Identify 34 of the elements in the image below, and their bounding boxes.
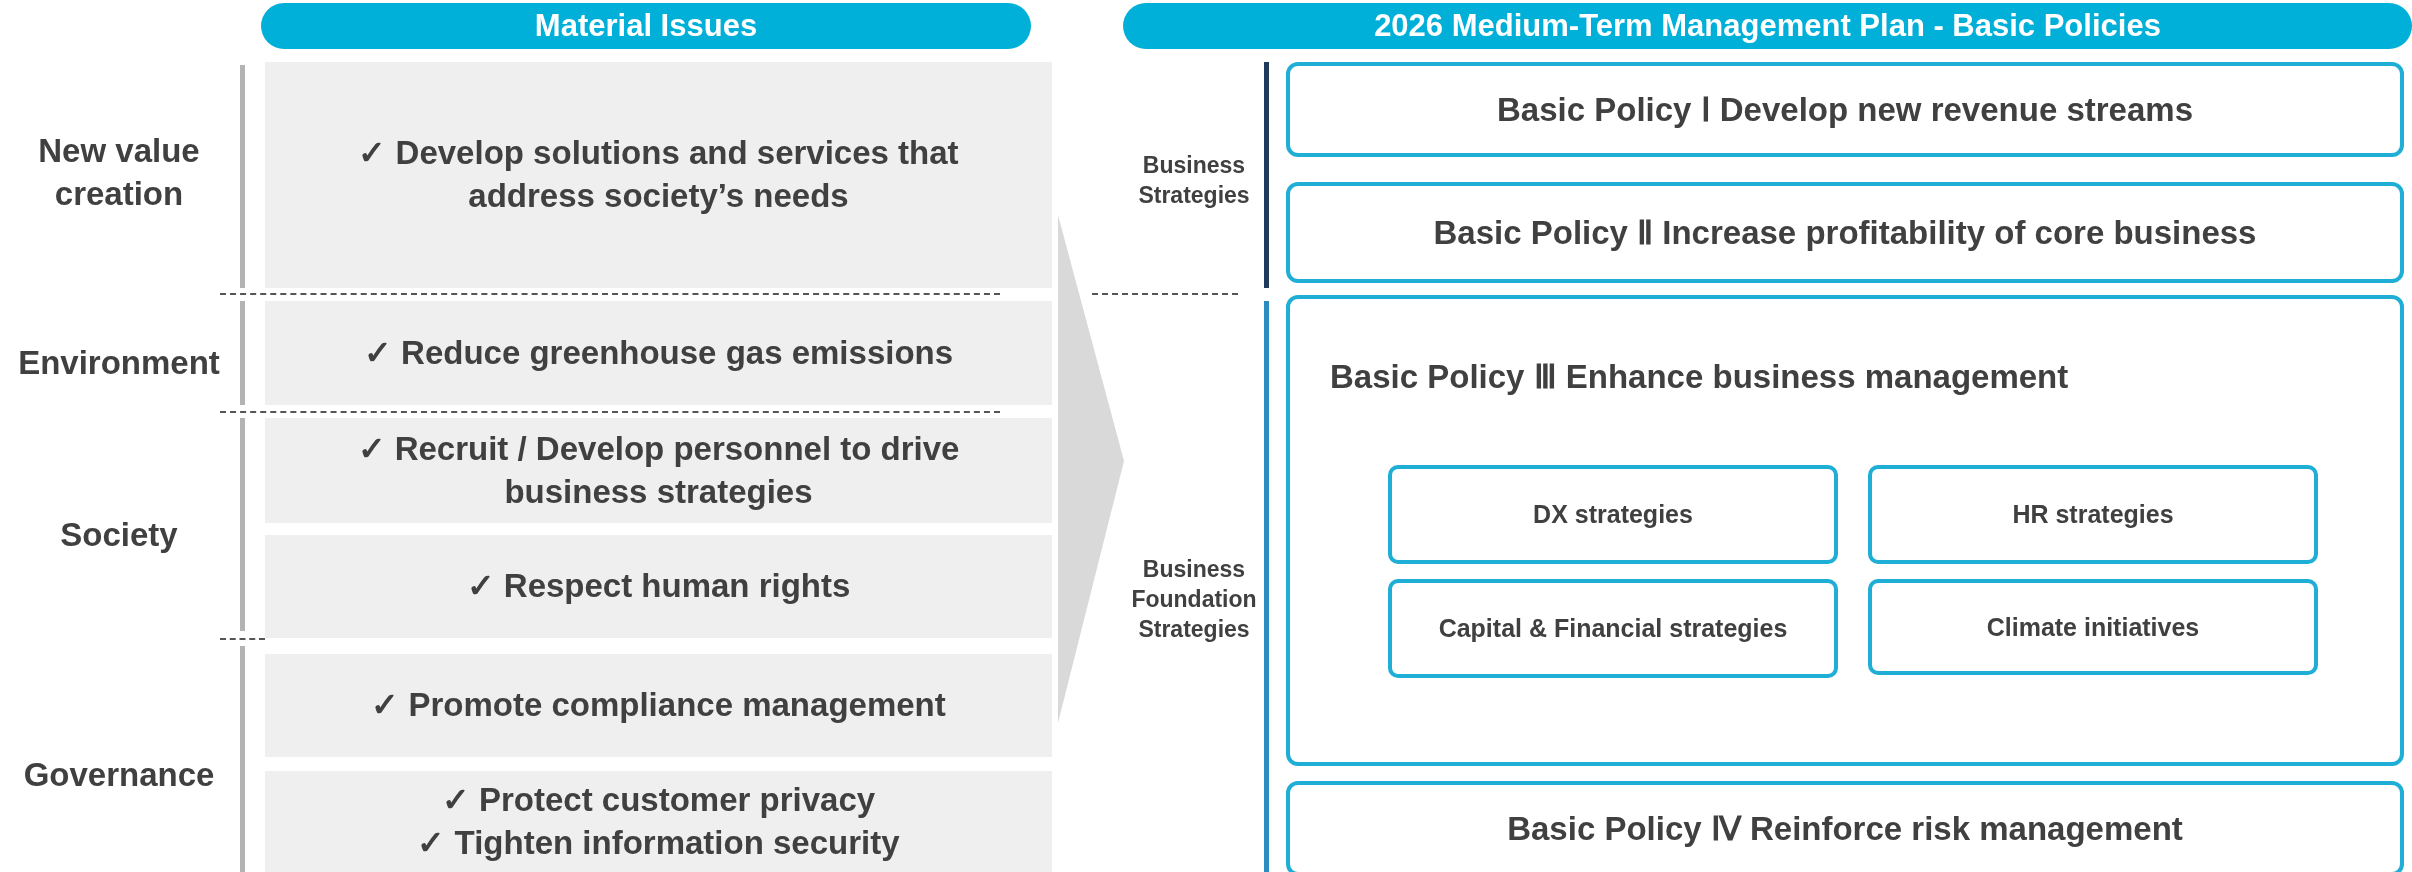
section-header [1123,3,2412,49]
section-header [261,3,1031,49]
category-label: New value creation [37,130,201,214]
category-label: Environment [17,342,221,383]
issue-text: ✓ Tighten information security [417,822,900,863]
issue-text: ✓ Protect customer privacy [441,779,876,820]
section-label: Business Strategies [1137,151,1251,210]
strategy-text: HR strategies [2012,500,2174,529]
policy-text: Basic Policy Ⅱ Increase profitability of core business [1433,213,2257,252]
strategy-text: DX strategies [1533,500,1693,529]
issue-box [265,535,1052,638]
strategy-box [1868,465,2318,564]
strategy-text: Capital & Financial strategies [1438,614,1788,643]
issue-text: ✓ Promote compliance management [371,685,946,726]
issue-text: ✓ Recruit / Develop personnel to drive business strategies [356,428,961,512]
header-text: Material Issues [534,8,758,44]
strategy-box [1388,579,1838,678]
category-label: Society [59,514,179,555]
issue-text: ✓ Develop solutions and services that address society’s needs [357,133,960,216]
strategy-text: Climate initiatives [1986,612,2200,642]
issue-text: ✓ Respect human rights [466,566,851,607]
strategy-box [1388,465,1838,564]
issue-text: ✓ Reduce greenhouse gas emissions [363,332,954,373]
policy-text: Basic Policy Ⅲ Enhance business management [1330,357,2069,396]
category-label: Governance [22,754,216,795]
policy-box [1286,781,2404,872]
policy-box [1286,62,2404,157]
header-text: 2026 Medium-Term Management Plan - Basic Policies [1374,8,2161,44]
policy-text: Basic Policy Ⅰ Develop new revenue streams [1497,90,2193,129]
policy-box [1286,295,2404,766]
section-label: Business Foundation Strategies [1130,555,1258,644]
policy-box [1286,182,2404,283]
strategy-box [1868,579,2318,675]
policy-text: Basic Policy Ⅳ Reinforce risk management [1507,809,2183,848]
